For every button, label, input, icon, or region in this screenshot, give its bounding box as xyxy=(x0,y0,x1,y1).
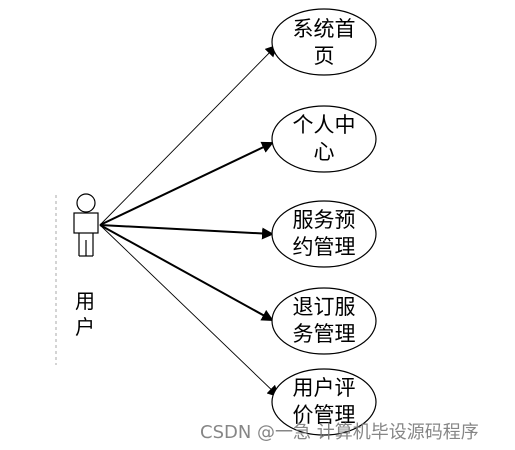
association-line-user-review xyxy=(99,224,280,398)
actor-label: 用户 xyxy=(75,289,97,339)
use-case-home: 系统首 页 xyxy=(274,15,374,71)
use-case-ellipse-cancel-service xyxy=(271,287,377,355)
use-case-ellipse-home xyxy=(271,8,377,76)
use-case-user-review: 用户评 价管理 xyxy=(274,374,374,430)
use-case-service-booking-line2: 约管理 xyxy=(292,235,356,259)
use-case-ellipse-personal-center xyxy=(271,105,377,173)
use-case-home-line1: 系统首 xyxy=(292,17,356,41)
use-case-home-line2: 页 xyxy=(313,44,335,68)
use-case-ellipse-user-review xyxy=(271,368,377,436)
use-case-service-booking: 服务预 约管理 xyxy=(274,206,374,262)
use-case-cancel-service-line1: 退订服 xyxy=(292,295,356,319)
association-line-home xyxy=(99,44,278,226)
use-case-cancel-service-line2: 务管理 xyxy=(292,322,356,346)
use-case-ellipse-service-booking xyxy=(271,200,377,268)
use-case-user-review-line2: 价管理 xyxy=(292,403,356,427)
user-actor-icon xyxy=(73,193,99,257)
use-case-personal-center: 个人中 心 xyxy=(274,111,374,167)
use-case-personal-center-line2: 心 xyxy=(313,140,335,164)
association-line-cancel-service xyxy=(99,224,274,321)
csdn-watermark: CSDN @一急 计算机毕设源码程序 xyxy=(200,422,479,443)
association-line-personal-center xyxy=(99,141,274,226)
use-case-cancel-service: 退订服 务管理 xyxy=(274,293,374,349)
association-line-service-booking xyxy=(99,224,274,240)
use-case-personal-center-line1: 个人中 xyxy=(292,113,356,137)
use-case-user-review-line1: 用户评 xyxy=(292,376,356,400)
use-case-service-booking-line1: 服务预 xyxy=(292,208,356,232)
